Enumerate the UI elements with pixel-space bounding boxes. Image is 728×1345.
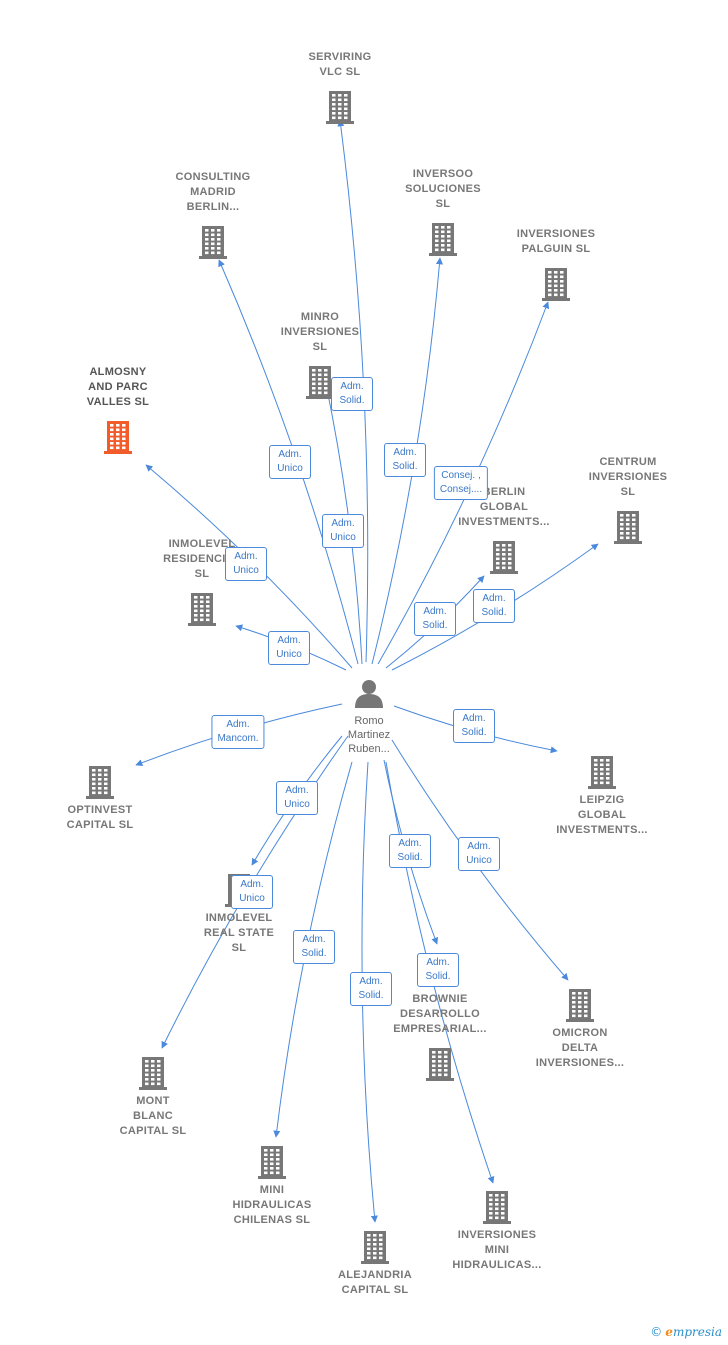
building-icon (490, 541, 518, 574)
brand-name: mpresia (672, 1325, 722, 1339)
building-icon (86, 766, 114, 799)
building-icon (306, 366, 334, 399)
company-label: SERVIRING VLC SL (308, 51, 372, 78)
building-icon (483, 1191, 511, 1224)
company-label: ALMOSNY AND PARC VALLES SL (86, 366, 150, 408)
company-label: ALEJANDRIA CAPITAL SL (338, 1269, 412, 1296)
company-node-leipzig[interactable]: LEIPZIG GLOBAL INVESTMENTS... (537, 755, 667, 838)
building-icon (614, 511, 642, 544)
company-label: CENTRUM INVERSIONES SL (588, 456, 668, 498)
brand-initial: e (665, 1325, 673, 1339)
relation-label-omicron[interactable]: Adm. Unico (458, 837, 500, 871)
company-label: INMOLEVEL RESIDENCIAL SL (163, 538, 241, 580)
building-icon (104, 421, 132, 454)
building-icon (199, 226, 227, 259)
company-node-mont-blanc[interactable]: MONT BLANC CAPITAL SL (88, 1056, 218, 1139)
relation-label-optinvest[interactable]: Adm. Mancom. (211, 715, 265, 749)
company-label: INMOLEVEL REAL STATE SL (203, 912, 275, 954)
center-person-label: Romo Martinez Ruben... (347, 715, 391, 755)
company-node-palguin[interactable]: INVERSIONES PALGUIN SL (491, 227, 621, 301)
company-label: MINI HIDRAULICAS CHILENAS SL (232, 1184, 312, 1226)
company-node-alejandria[interactable]: ALEJANDRIA CAPITAL SL (310, 1230, 440, 1298)
company-node-brownie[interactable]: BROWNIE DESARROLLO EMPRESARIAL... (375, 992, 505, 1081)
company-label: LEIPZIG GLOBAL INVESTMENTS... (556, 794, 648, 836)
relation-label-inmolevel-res[interactable]: Adm. Unico (268, 631, 310, 665)
building-icon (566, 989, 594, 1022)
center-person[interactable]: Romo Martinez Ruben... (324, 678, 414, 756)
company-label: MONT BLANC CAPITAL SL (119, 1095, 187, 1137)
building-icon (429, 223, 457, 256)
company-node-centrum[interactable]: CENTRUM INVERSIONES SL (563, 455, 693, 544)
relation-label-mini-chilenas[interactable]: Adm. Solid. (293, 930, 335, 964)
relation-label-inversoo[interactable]: Adm. Solid. (384, 443, 426, 477)
company-node-inversoo[interactable]: INVERSOO SOLUCIONES SL (378, 167, 508, 256)
relation-label-alejandria[interactable]: Adm. Solid. (350, 972, 392, 1006)
company-label: INVERSOO SOLUCIONES SL (405, 168, 481, 210)
relation-label-palguin[interactable]: Consej. , Consej.... (433, 466, 489, 500)
company-label: BROWNIE DESARROLLO EMPRESARIAL... (393, 993, 487, 1035)
copyright-symbol: © (650, 1325, 663, 1339)
relation-label-consulting[interactable]: Adm. Unico (269, 445, 311, 479)
company-node-mini-chilenas[interactable]: MINI HIDRAULICAS CHILENAS SL (207, 1145, 337, 1228)
relation-label-inv-mini[interactable]: Adm. Solid. (417, 953, 459, 987)
company-node-omicron[interactable]: OMICRON DELTA INVERSIONES... (515, 988, 645, 1071)
building-icon (139, 1057, 167, 1090)
company-label: MINRO INVERSIONES SL (280, 311, 360, 353)
company-node-inmolevel-res[interactable]: INMOLEVEL RESIDENCIAL SL (137, 537, 267, 626)
company-node-almosny[interactable]: ALMOSNY AND PARC VALLES SL (53, 365, 183, 454)
company-node-minro[interactable]: MINRO INVERSIONES SL (255, 310, 385, 399)
company-node-serviring[interactable]: SERVIRING VLC SL (275, 50, 405, 124)
company-label: INVERSIONES PALGUIN SL (516, 228, 596, 255)
relation-label-mont-blanc[interactable]: Adm. Unico (231, 875, 273, 909)
relation-label-inmolevel-real[interactable]: Adm. Unico (276, 781, 318, 815)
building-icon (188, 593, 216, 626)
building-icon (361, 1231, 389, 1264)
company-node-berlin[interactable]: BERLIN GLOBAL INVESTMENTS... (439, 485, 569, 574)
relation-label-almosny[interactable]: Adm. Unico (225, 547, 267, 581)
company-node-consulting[interactable]: CONSULTING MADRID BERLIN... (148, 170, 278, 259)
company-label: CONSULTING MADRID BERLIN... (175, 171, 251, 213)
relation-label-brownie[interactable]: Adm. Solid. (389, 834, 431, 868)
relation-label-centrum[interactable]: Adm. Solid. (473, 589, 515, 623)
relation-label-berlin[interactable]: Adm. Solid. (414, 602, 456, 636)
person-icon (355, 680, 383, 708)
company-node-inv-mini[interactable]: INVERSIONES MINI HIDRAULICAS... (432, 1190, 562, 1273)
building-icon (588, 756, 616, 789)
building-icon (326, 91, 354, 124)
company-label: INVERSIONES MINI HIDRAULICAS... (452, 1229, 542, 1271)
company-label: BERLIN GLOBAL INVESTMENTS... (458, 486, 550, 528)
relation-label-minro[interactable]: Adm. Unico (322, 514, 364, 548)
relation-label-serviring[interactable]: Adm. Solid. (331, 377, 373, 411)
company-label: OPTINVEST CAPITAL SL (66, 804, 134, 831)
building-icon (542, 268, 570, 301)
building-icon (426, 1048, 454, 1081)
brand-watermark[interactable]: ©empresia (650, 1325, 722, 1339)
company-label: OMICRON DELTA INVERSIONES... (535, 1027, 625, 1069)
relation-label-leipzig[interactable]: Adm. Solid. (453, 709, 495, 743)
building-icon (258, 1146, 286, 1179)
company-node-optinvest[interactable]: OPTINVEST CAPITAL SL (35, 765, 165, 833)
